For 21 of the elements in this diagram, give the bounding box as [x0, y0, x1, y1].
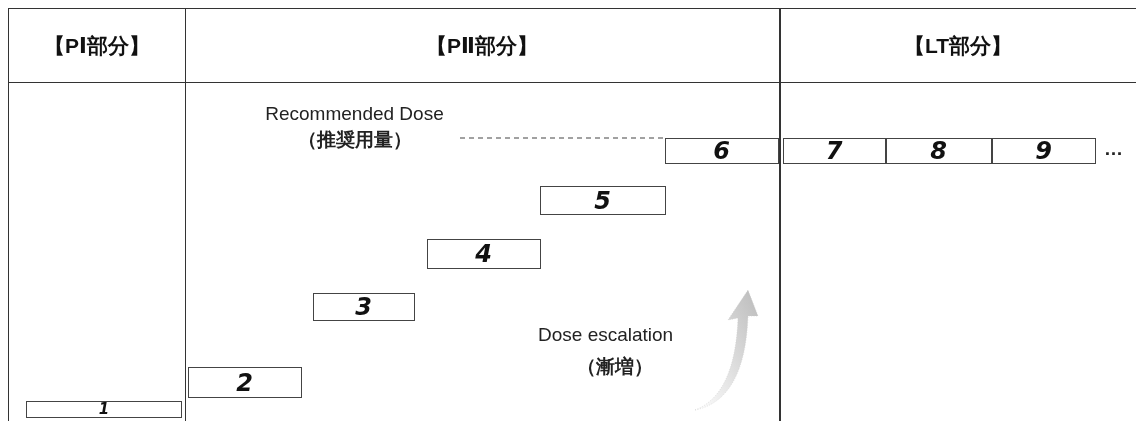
ellipsis: … — [1104, 137, 1123, 161]
table-column — [184, 8, 780, 421]
stage-box: 8 — [885, 138, 992, 164]
annotation-text: Dose escalation — [538, 323, 674, 347]
stage-box: 2 — [187, 367, 302, 398]
column-header: 【LT部分】 — [780, 9, 1136, 83]
stage-box: 9 — [991, 138, 1096, 164]
stage-box: 6 — [664, 138, 779, 164]
annotation-text: （漸増） — [577, 355, 653, 379]
stage-box: 1 — [26, 401, 182, 418]
table-column — [8, 8, 186, 421]
leader-line — [459, 137, 666, 139]
stage-box: 5 — [539, 186, 666, 215]
stage-box: 7 — [782, 138, 886, 164]
stage-box: 4 — [426, 239, 541, 269]
annotation-text: （推奨用量） — [297, 128, 412, 152]
table-column — [779, 8, 1136, 421]
column-header: 【PⅡ部分】 — [185, 9, 779, 83]
stage-box: 3 — [312, 293, 415, 321]
column-header: 【PⅠ部分】 — [9, 9, 185, 83]
annotation-text: Recommended Dose — [265, 102, 444, 126]
